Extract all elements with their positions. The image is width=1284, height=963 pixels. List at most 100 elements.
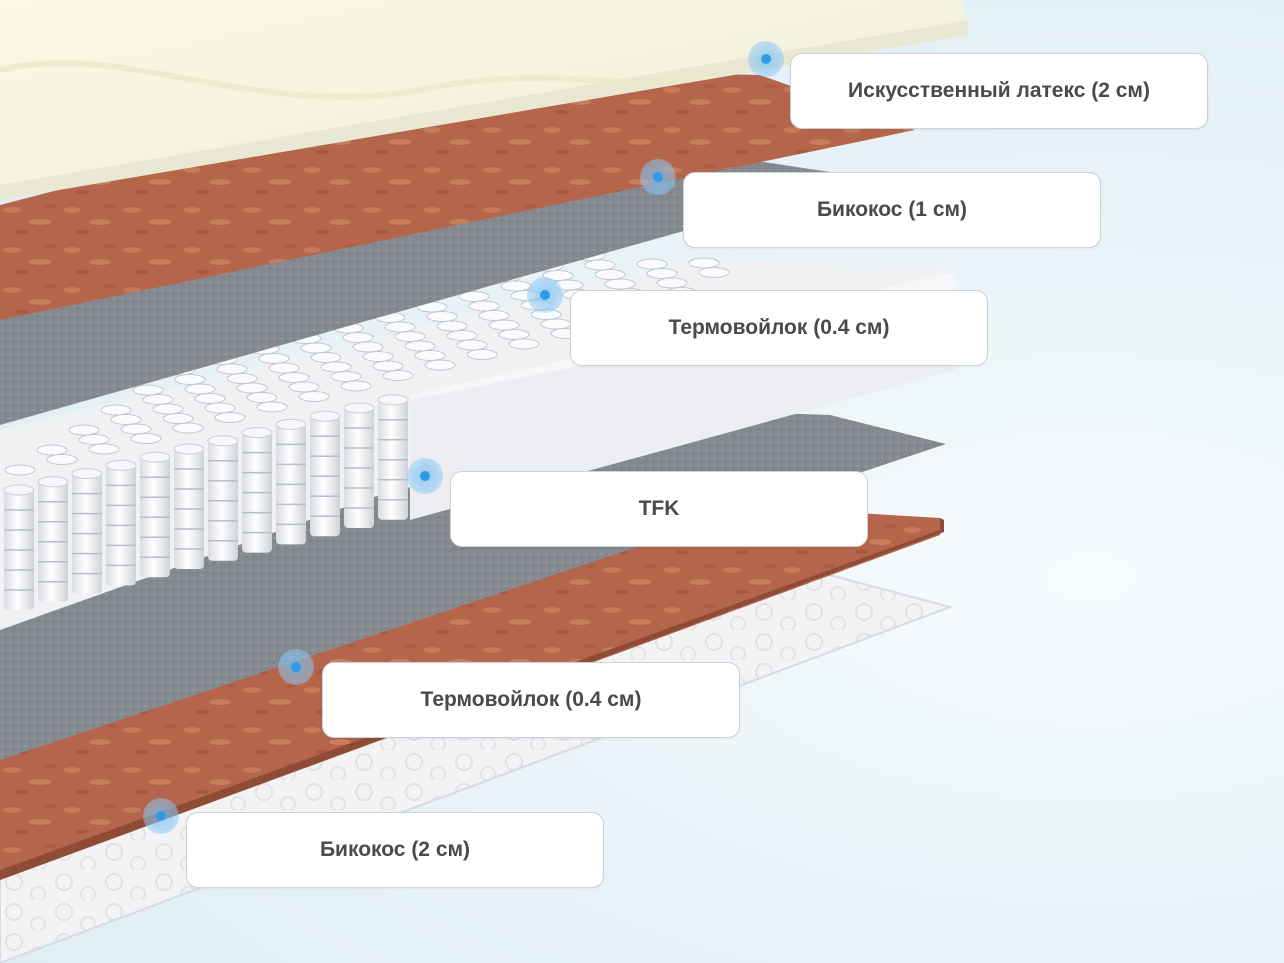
latex-marker-dot [761, 54, 771, 64]
felt-top-label: Термовойлок (0.4 см) [570, 290, 988, 366]
spring-top [78, 434, 110, 445]
spring-coil-cap [377, 394, 409, 406]
latex-marker[interactable] [748, 41, 784, 77]
springs-marker-dot [420, 471, 430, 481]
spring-top [268, 362, 300, 374]
spring-top [132, 384, 164, 396]
spring-top [698, 267, 730, 278]
spring-top [436, 320, 468, 332]
spring-top [184, 383, 216, 395]
spring-top [152, 403, 184, 415]
spring-top [204, 402, 236, 414]
spring-top [372, 360, 404, 372]
spring-top [174, 374, 206, 385]
spring-top [216, 363, 248, 375]
spring-top [298, 391, 330, 402]
spring-top [68, 424, 100, 436]
spring-top [466, 349, 498, 360]
spring-top [120, 423, 152, 435]
spring-top [258, 353, 290, 364]
top-coconut-layer [0, 70, 915, 320]
top-felt-layer [0, 160, 870, 425]
spring-top [288, 381, 320, 393]
spring-top [172, 422, 204, 434]
spring-top [456, 339, 488, 351]
spring-top [100, 404, 132, 416]
spring-top [88, 443, 120, 455]
felt-top-marker[interactable] [527, 277, 563, 313]
felt-bottom-label: Термовойлок (0.4 см) [322, 662, 740, 738]
springs-marker[interactable] [407, 458, 443, 494]
coconut-top-marker-dot [653, 172, 663, 182]
spring-top [246, 392, 278, 403]
spring-top [478, 310, 510, 321]
spring-top [426, 311, 458, 322]
spring-top [404, 340, 436, 352]
spring-coil-cap [173, 443, 205, 455]
spring-top [46, 454, 78, 465]
spring-coil-cap [37, 476, 69, 488]
spring-top [646, 268, 678, 279]
spring-coil-cap [343, 402, 375, 414]
spring-top [256, 401, 288, 413]
spring-top [424, 359, 456, 371]
spring-coil-cap [71, 468, 103, 480]
springs-label: TFK [450, 471, 868, 547]
spring-top [162, 413, 194, 424]
spring-top [342, 332, 374, 343]
spring-top [362, 351, 394, 362]
felt-top-marker-dot [540, 290, 550, 300]
spring-top [488, 319, 520, 331]
spring-top [4, 464, 36, 476]
spring-coil-cap [241, 427, 273, 439]
spring-coil-cap [139, 451, 171, 463]
spring-top [194, 393, 226, 404]
felt-bottom-marker[interactable] [278, 649, 314, 685]
spring-top [214, 412, 246, 423]
spring-top [468, 300, 500, 312]
spring-top [508, 338, 540, 350]
spring-top [688, 257, 720, 269]
spring-top [500, 280, 532, 292]
latex-label: Искусственный латекс (2 см) [790, 53, 1208, 129]
spring-top [594, 269, 626, 280]
spring-top [540, 318, 572, 330]
spring-top [458, 291, 490, 302]
felt-bottom-marker-dot [291, 662, 301, 672]
spring-coil-cap [309, 410, 341, 422]
spring-top [36, 444, 68, 456]
spring-top [384, 321, 416, 333]
spring-top [352, 341, 384, 353]
spring-top [604, 278, 636, 290]
spring-top [340, 380, 372, 392]
spring-coil-cap [207, 435, 239, 447]
spring-top [310, 352, 342, 363]
latex-layer [0, 0, 968, 200]
coconut-bottom-label: Бикокос (2 см) [186, 812, 604, 888]
spring-coil-cap [3, 484, 35, 496]
spring-top [446, 330, 478, 341]
spring-top [278, 372, 310, 383]
spring-top [130, 433, 162, 444]
coconut-bottom-marker[interactable] [143, 798, 179, 834]
spring-top [382, 370, 414, 381]
spring-top [300, 342, 332, 354]
spring-top [142, 394, 174, 405]
spring-coil-cap [275, 418, 307, 430]
spring-top [320, 361, 352, 373]
spring-top [394, 331, 426, 342]
spring-top [226, 373, 258, 384]
spring-top [498, 329, 530, 340]
coconut-bottom-marker-dot [156, 811, 166, 821]
coconut-top-label: Бикокос (1 см) [683, 172, 1101, 248]
spring-top [414, 350, 446, 361]
spring-top [110, 414, 142, 425]
spring-top [656, 277, 688, 289]
coconut-top-marker[interactable] [640, 159, 676, 195]
spring-top [636, 258, 668, 270]
spring-top [584, 259, 616, 271]
spring-top [330, 371, 362, 382]
spring-coil-cap [105, 459, 137, 471]
spring-top [236, 382, 268, 394]
